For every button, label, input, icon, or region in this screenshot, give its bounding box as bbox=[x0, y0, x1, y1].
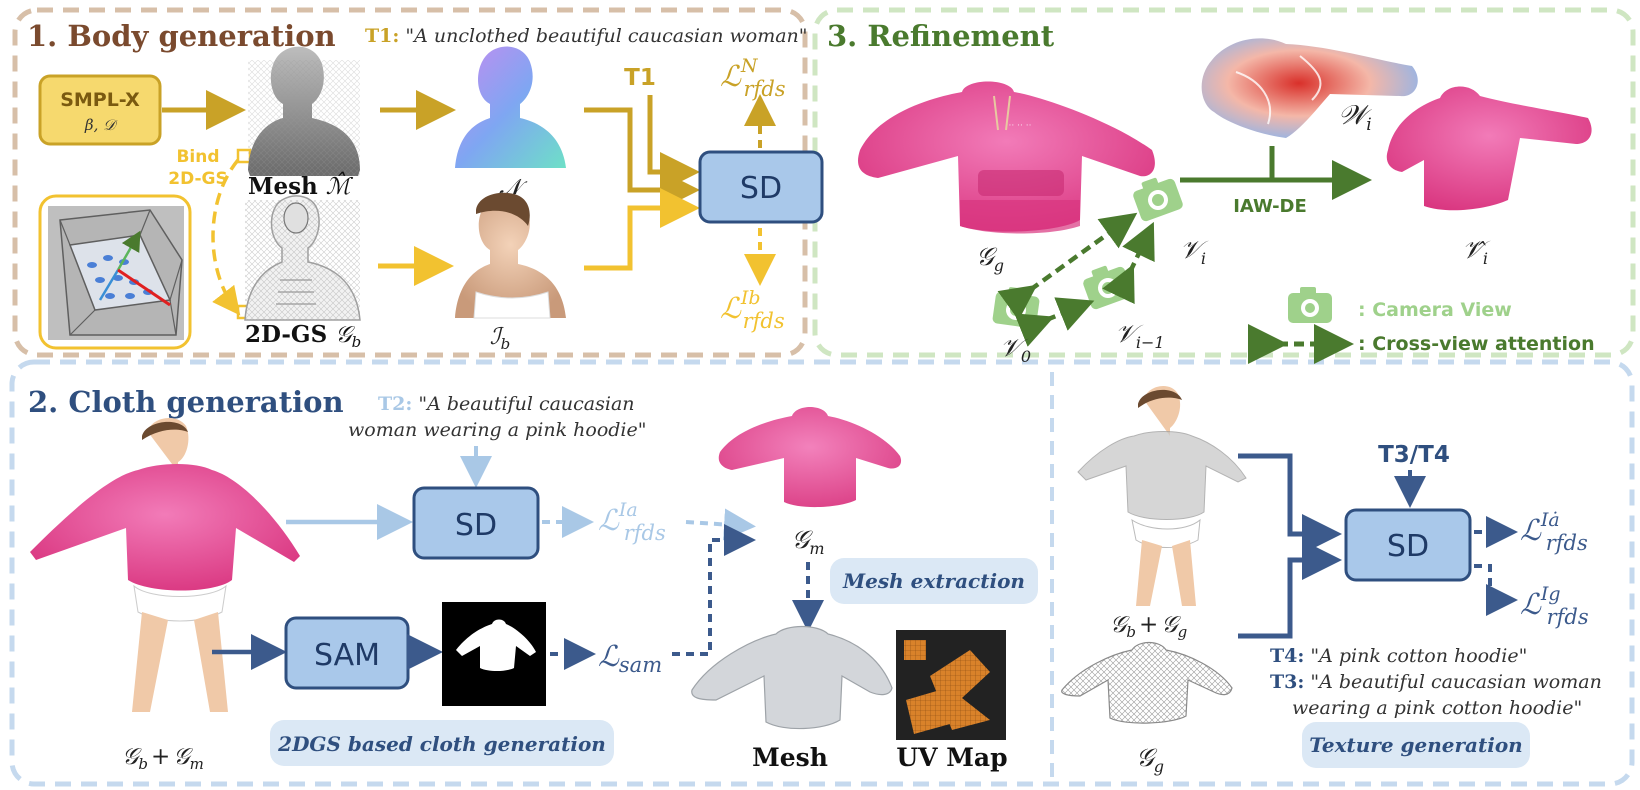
sam-box: SAM bbox=[284, 616, 410, 690]
sd-box-cloth: SD bbox=[412, 486, 540, 560]
camera-icon bbox=[992, 287, 1040, 329]
camera-icon bbox=[1083, 265, 1133, 310]
t3-prompt-2: wearing a pink cotton hoodie" bbox=[1292, 697, 1582, 719]
cloth-method-label: 2DGS based cloth generation bbox=[277, 732, 606, 756]
cloth-section-frame bbox=[9, 359, 1635, 787]
iawde-label: IAW-DE bbox=[1233, 196, 1307, 217]
refine-w: 𝒲i bbox=[1338, 100, 1372, 135]
t4-prompt: T4:"A pink cotton hoodie" bbox=[1270, 645, 1527, 667]
rgb-bust-image bbox=[455, 192, 566, 319]
mesh-inset bbox=[38, 194, 192, 350]
sd-label-texture: SD bbox=[1387, 529, 1429, 564]
refine-vi: 𝒱i bbox=[1180, 235, 1209, 268]
refine-v0: 𝒱0 bbox=[1000, 333, 1031, 366]
arrow-image-to-sd bbox=[584, 188, 700, 271]
sd-box-body: SD bbox=[698, 150, 824, 224]
cloth-gm: 𝒢m bbox=[792, 525, 825, 558]
image-symbol: ℐb bbox=[490, 324, 510, 353]
uv-map-image bbox=[896, 630, 1006, 740]
refine-gg: 𝒢g bbox=[976, 242, 1004, 275]
t1-tag: T1 bbox=[624, 65, 656, 91]
t2-prompt-2: woman wearing a pink hoodie" bbox=[348, 419, 647, 441]
weight-heatmap-image bbox=[1201, 38, 1418, 138]
attention-vim1-vi bbox=[1102, 221, 1155, 305]
bind-label-1: Bind bbox=[176, 147, 219, 167]
woman-hoodie-image bbox=[30, 418, 300, 712]
arrow-gg-to-sd bbox=[1238, 540, 1342, 639]
gs-bust-image bbox=[244, 195, 361, 321]
arrow-sd-to-lig bbox=[1474, 564, 1518, 616]
t3-prompt-1: T3:"A beautiful caucasian woman bbox=[1270, 671, 1602, 693]
t2-prompt-1: T2:"A beautiful caucasian bbox=[378, 393, 635, 415]
cloth-section-title: 2. Cloth generation bbox=[28, 385, 344, 419]
normal-map-image bbox=[455, 46, 566, 168]
texture-method-tag bbox=[1302, 722, 1530, 768]
refine-vhat: 𝒱̂i bbox=[1462, 235, 1491, 268]
cloth-gbgm: 𝒢b+𝒢m bbox=[122, 744, 204, 773]
extracted-mesh-image bbox=[691, 625, 893, 730]
hoodie-gm-image bbox=[718, 407, 902, 508]
legend-attention-label: : Cross-view attention bbox=[1358, 333, 1595, 355]
sd-label-body: SD bbox=[740, 171, 782, 206]
uv-map-label: UV Map bbox=[896, 743, 1007, 772]
arrow-t1-to-sd bbox=[647, 95, 700, 192]
loss-sam: ℒsam bbox=[598, 639, 662, 677]
mesh-label-cloth: Mesh bbox=[752, 743, 828, 772]
mesh-extraction-tag bbox=[830, 558, 1038, 604]
woman-gray-hoodie-image bbox=[1077, 386, 1247, 606]
hoodie-refined-image bbox=[1386, 86, 1592, 211]
refine-vim1: 𝒱i−1 bbox=[1115, 319, 1165, 352]
attention-v0-vim1 bbox=[1014, 297, 1095, 347]
refine-section-title: 3. Refinement bbox=[827, 19, 1055, 53]
bind-label-2: 2D-GS bbox=[168, 169, 228, 189]
smplx-box: SMPL-X β, 𝒟 bbox=[38, 74, 162, 146]
texture-gbgg: 𝒢b+𝒢g bbox=[1110, 612, 1187, 641]
t3t4-tag: T3/T4 bbox=[1378, 442, 1450, 468]
sd-box-texture: SD bbox=[1344, 508, 1472, 582]
arrow-gbgg-to-sd bbox=[1238, 453, 1342, 554]
arrow-lia-to-gm bbox=[685, 508, 756, 541]
body-section-title: 1. Body generation bbox=[27, 19, 336, 53]
mesh-extraction-label: Mesh extraction bbox=[842, 569, 1025, 593]
svg-text:·· ·· ··: ·· ·· ·· bbox=[1009, 121, 1032, 131]
texture-method-label: Texture generation bbox=[1309, 733, 1522, 757]
t1-prompt: T1:"A unclothed beautiful caucasian woma… bbox=[365, 25, 808, 47]
hoodie-front-image: ·· ·· ·· bbox=[858, 81, 1155, 234]
wireframe-hoodie-image bbox=[1061, 641, 1233, 724]
camera-icon bbox=[1133, 177, 1183, 222]
bind-arrow bbox=[211, 158, 241, 316]
cloth-method-tag bbox=[270, 720, 614, 766]
sam-label: SAM bbox=[314, 638, 380, 673]
sd-label-cloth: SD bbox=[455, 508, 497, 543]
arrow-normal-to-sd bbox=[584, 107, 700, 210]
arrow-lsam-to-gm bbox=[672, 524, 756, 656]
smplx-params: β, 𝒟 bbox=[84, 116, 118, 134]
segmentation-mask-image bbox=[442, 602, 546, 706]
camera-icon bbox=[1288, 287, 1332, 323]
texture-gg: 𝒢g bbox=[1136, 743, 1164, 776]
mesh-bust-image bbox=[248, 46, 360, 176]
legend-camera-label: : Camera View bbox=[1358, 299, 1512, 321]
body-section-frame bbox=[12, 7, 808, 358]
smplx-title: SMPL-X bbox=[60, 89, 140, 111]
